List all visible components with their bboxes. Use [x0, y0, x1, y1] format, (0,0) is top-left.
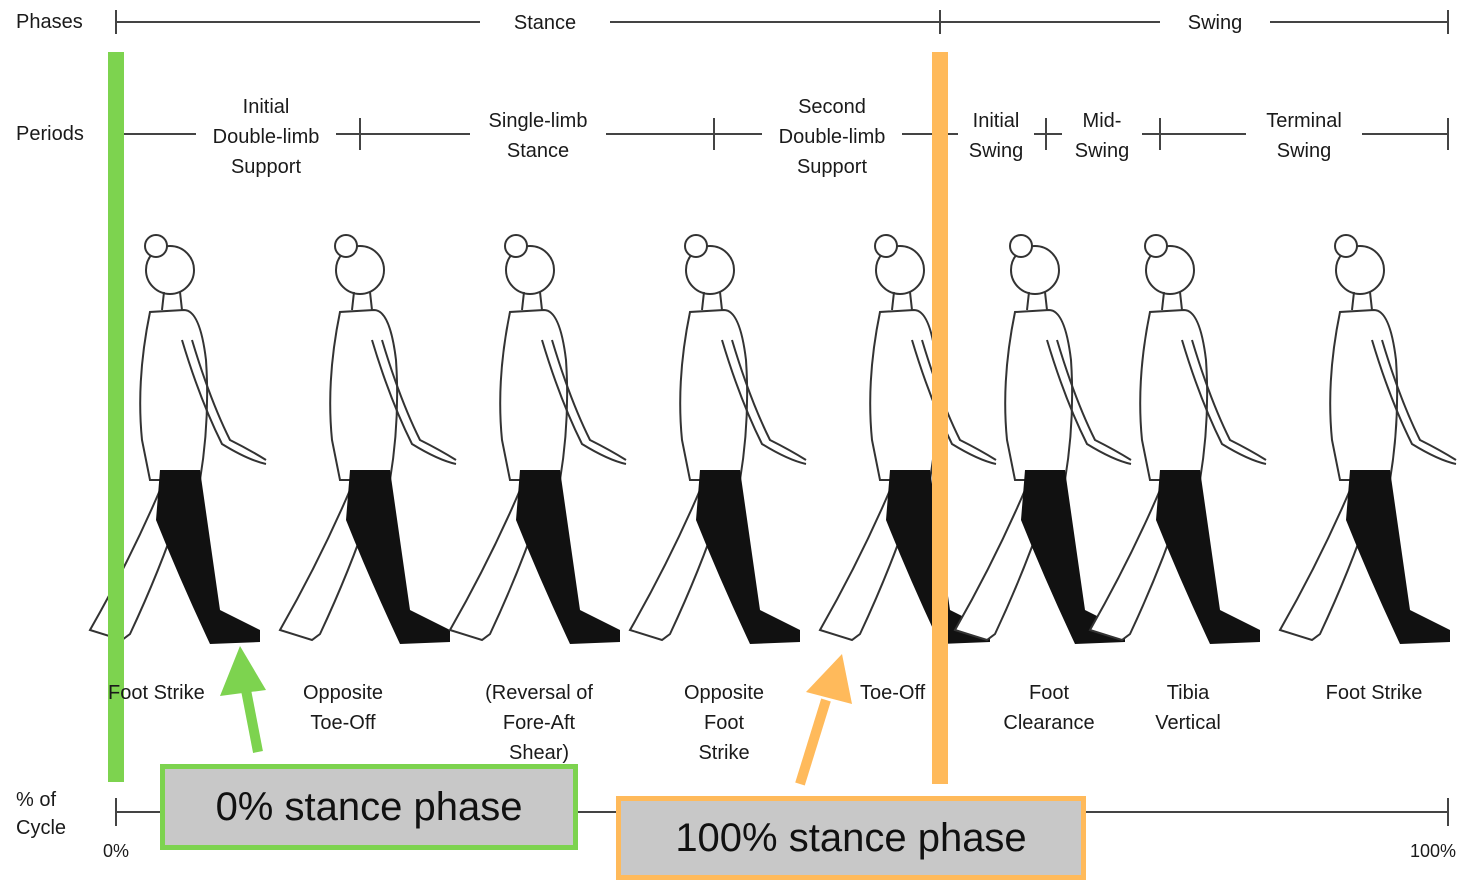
event-label: Tibia Vertical — [1136, 678, 1240, 738]
cycle-row-label: % of Cycle — [16, 786, 66, 842]
stance-end-callout: 100% stance phase — [616, 796, 1086, 880]
walking-figure-icon — [630, 235, 806, 644]
event-label: Opposite Foot Strike — [664, 678, 784, 768]
period-label: Single-limb Stance — [470, 106, 606, 166]
cycle-start-label: 0% — [96, 836, 136, 866]
walking-figure-icon — [955, 235, 1131, 644]
walking-figure-icon — [820, 235, 996, 644]
event-label: Foot Clearance — [986, 678, 1112, 738]
period-label: Mid- Swing — [1062, 106, 1142, 166]
event-label: Opposite Toe-Off — [278, 678, 408, 738]
period-label: Terminal Swing — [1246, 106, 1362, 166]
walking-figures — [90, 235, 1456, 644]
phase-label-swing: Swing — [1160, 8, 1270, 38]
periods-row-label: Periods — [16, 120, 84, 149]
event-label: Foot Strike — [1306, 678, 1442, 708]
phase-label-stance: Stance — [480, 8, 610, 38]
period-label: Initial Double-limb Support — [196, 92, 336, 182]
walking-figure-icon — [1090, 235, 1266, 644]
walking-figure-icon — [1280, 235, 1456, 644]
period-label: Initial Swing — [958, 106, 1034, 166]
up-arrow-icon — [800, 654, 852, 784]
stance-end-marker — [932, 52, 948, 784]
stance-start-callout: 0% stance phase — [160, 764, 578, 850]
phases-row-label: Phases — [16, 8, 83, 37]
event-label: Toe-Off — [860, 678, 932, 708]
period-label: Second Double-limb Support — [762, 92, 902, 182]
walking-figure-icon — [450, 235, 626, 644]
event-label: Foot Strike — [108, 678, 232, 708]
event-label: (Reversal of Fore-Aft Shear) — [466, 678, 612, 768]
stance-start-marker — [108, 52, 124, 782]
walking-figure-icon — [280, 235, 456, 644]
cycle-end-label: 100% — [1400, 836, 1466, 866]
